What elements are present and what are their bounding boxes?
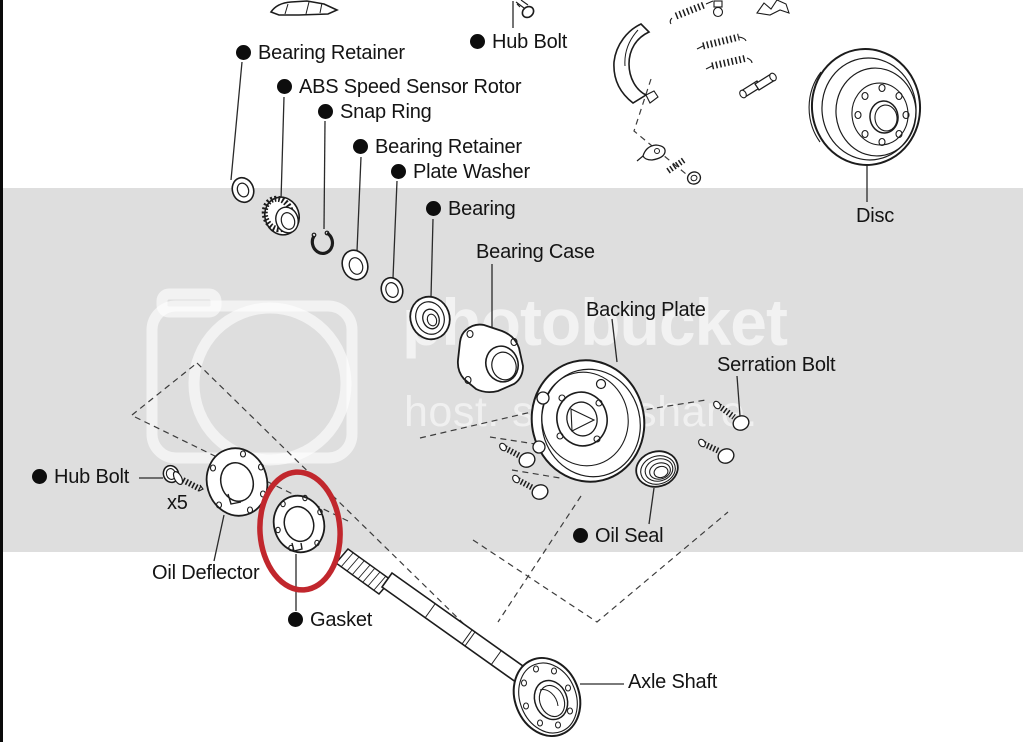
label-text: Gasket — [310, 609, 373, 631]
label-bearing-case: Bearing Case — [476, 241, 595, 263]
label-text: Hub Bolt — [492, 31, 568, 53]
label-hub-bolt-top: Hub Bolt — [470, 31, 567, 53]
part-bullet-icon — [32, 469, 47, 484]
label-text: x5 — [167, 492, 188, 514]
part-serration-bolts-drawing — [499, 400, 750, 500]
label-text: Oil Seal — [595, 525, 664, 547]
part-bullet-icon — [288, 612, 303, 627]
part-bearing-case-drawing — [456, 323, 524, 394]
label-bearing-retainer-2: Bearing Retainer — [353, 136, 522, 158]
part-hub-bolt-top-drawing — [515, 0, 535, 19]
part-oil-deflector-drawing — [205, 447, 269, 517]
part-bullet-icon — [236, 45, 251, 60]
label-backing-plate: Backing Plate — [586, 299, 706, 321]
label-text: Backing Plate — [586, 299, 706, 321]
label-text: Serration Bolt — [717, 354, 836, 376]
label-snap-ring: Snap Ring — [318, 101, 432, 123]
label-plate-washer: Plate Washer — [391, 161, 530, 183]
label-text: Plate Washer — [413, 161, 530, 183]
part-abs-rotor-drawing — [261, 195, 301, 236]
label-hub-bolt-quantity: x5 — [167, 492, 188, 514]
label-oil-seal: Oil Seal — [573, 525, 664, 547]
label-text: Snap Ring — [340, 101, 432, 123]
leader-lines — [139, 1, 868, 685]
label-text: Bearing Retainer — [258, 42, 405, 64]
part-bearing-retainer-2-drawing — [341, 249, 369, 281]
part-bullet-icon — [573, 528, 588, 543]
label-text: Hub Bolt — [54, 466, 130, 488]
label-abs-speed-sensor-rotor: ABS Speed Sensor Rotor — [277, 76, 522, 98]
label-hub-bolt-left: Hub Bolt — [32, 466, 129, 488]
label-text: Bearing — [448, 198, 516, 220]
label-text: Oil Deflector — [152, 562, 260, 584]
label-serration-bolt: Serration Bolt — [717, 354, 836, 376]
part-backing-plate-drawing — [530, 359, 646, 483]
part-brake-shoe-cluster-drawing — [613, 0, 790, 185]
label-disc: Disc — [856, 205, 894, 227]
part-bullet-icon — [426, 201, 441, 216]
part-snap-ring-drawing — [310, 230, 334, 255]
label-text: Bearing Retainer — [375, 136, 522, 158]
part-plate-washer-drawing — [380, 276, 404, 304]
page-left-border — [0, 0, 3, 742]
part-bearing-retainer-1-drawing — [231, 176, 255, 204]
part-locknut-cutoff-drawing — [269, 0, 339, 16]
part-bearing-drawing — [409, 295, 451, 341]
label-bearing-retainer-top: Bearing Retainer — [236, 42, 405, 64]
part-gasket-drawing — [272, 494, 326, 554]
part-bullet-icon — [391, 164, 406, 179]
part-bullet-icon — [353, 139, 368, 154]
gasket-highlight-ellipse — [257, 469, 343, 593]
part-bullet-icon — [470, 34, 485, 49]
part-oil-seal-drawing — [635, 450, 679, 488]
part-hub-bolt-left-drawing — [162, 464, 204, 492]
label-text: Disc — [856, 205, 895, 227]
part-disc-drawing — [808, 48, 922, 166]
label-text: Bearing Case — [476, 241, 595, 263]
label-text: ABS Speed Sensor Rotor — [299, 76, 522, 98]
label-oil-deflector: Oil Deflector — [152, 562, 260, 584]
part-bullet-icon — [318, 104, 333, 119]
part-axle-shaft-drawing — [334, 547, 582, 737]
label-text: Axle Shaft — [628, 671, 718, 693]
part-bullet-icon — [277, 79, 292, 94]
label-bearing: Bearing — [426, 198, 516, 220]
label-gasket: Gasket — [288, 609, 372, 631]
label-axle-shaft: Axle Shaft — [628, 671, 717, 693]
